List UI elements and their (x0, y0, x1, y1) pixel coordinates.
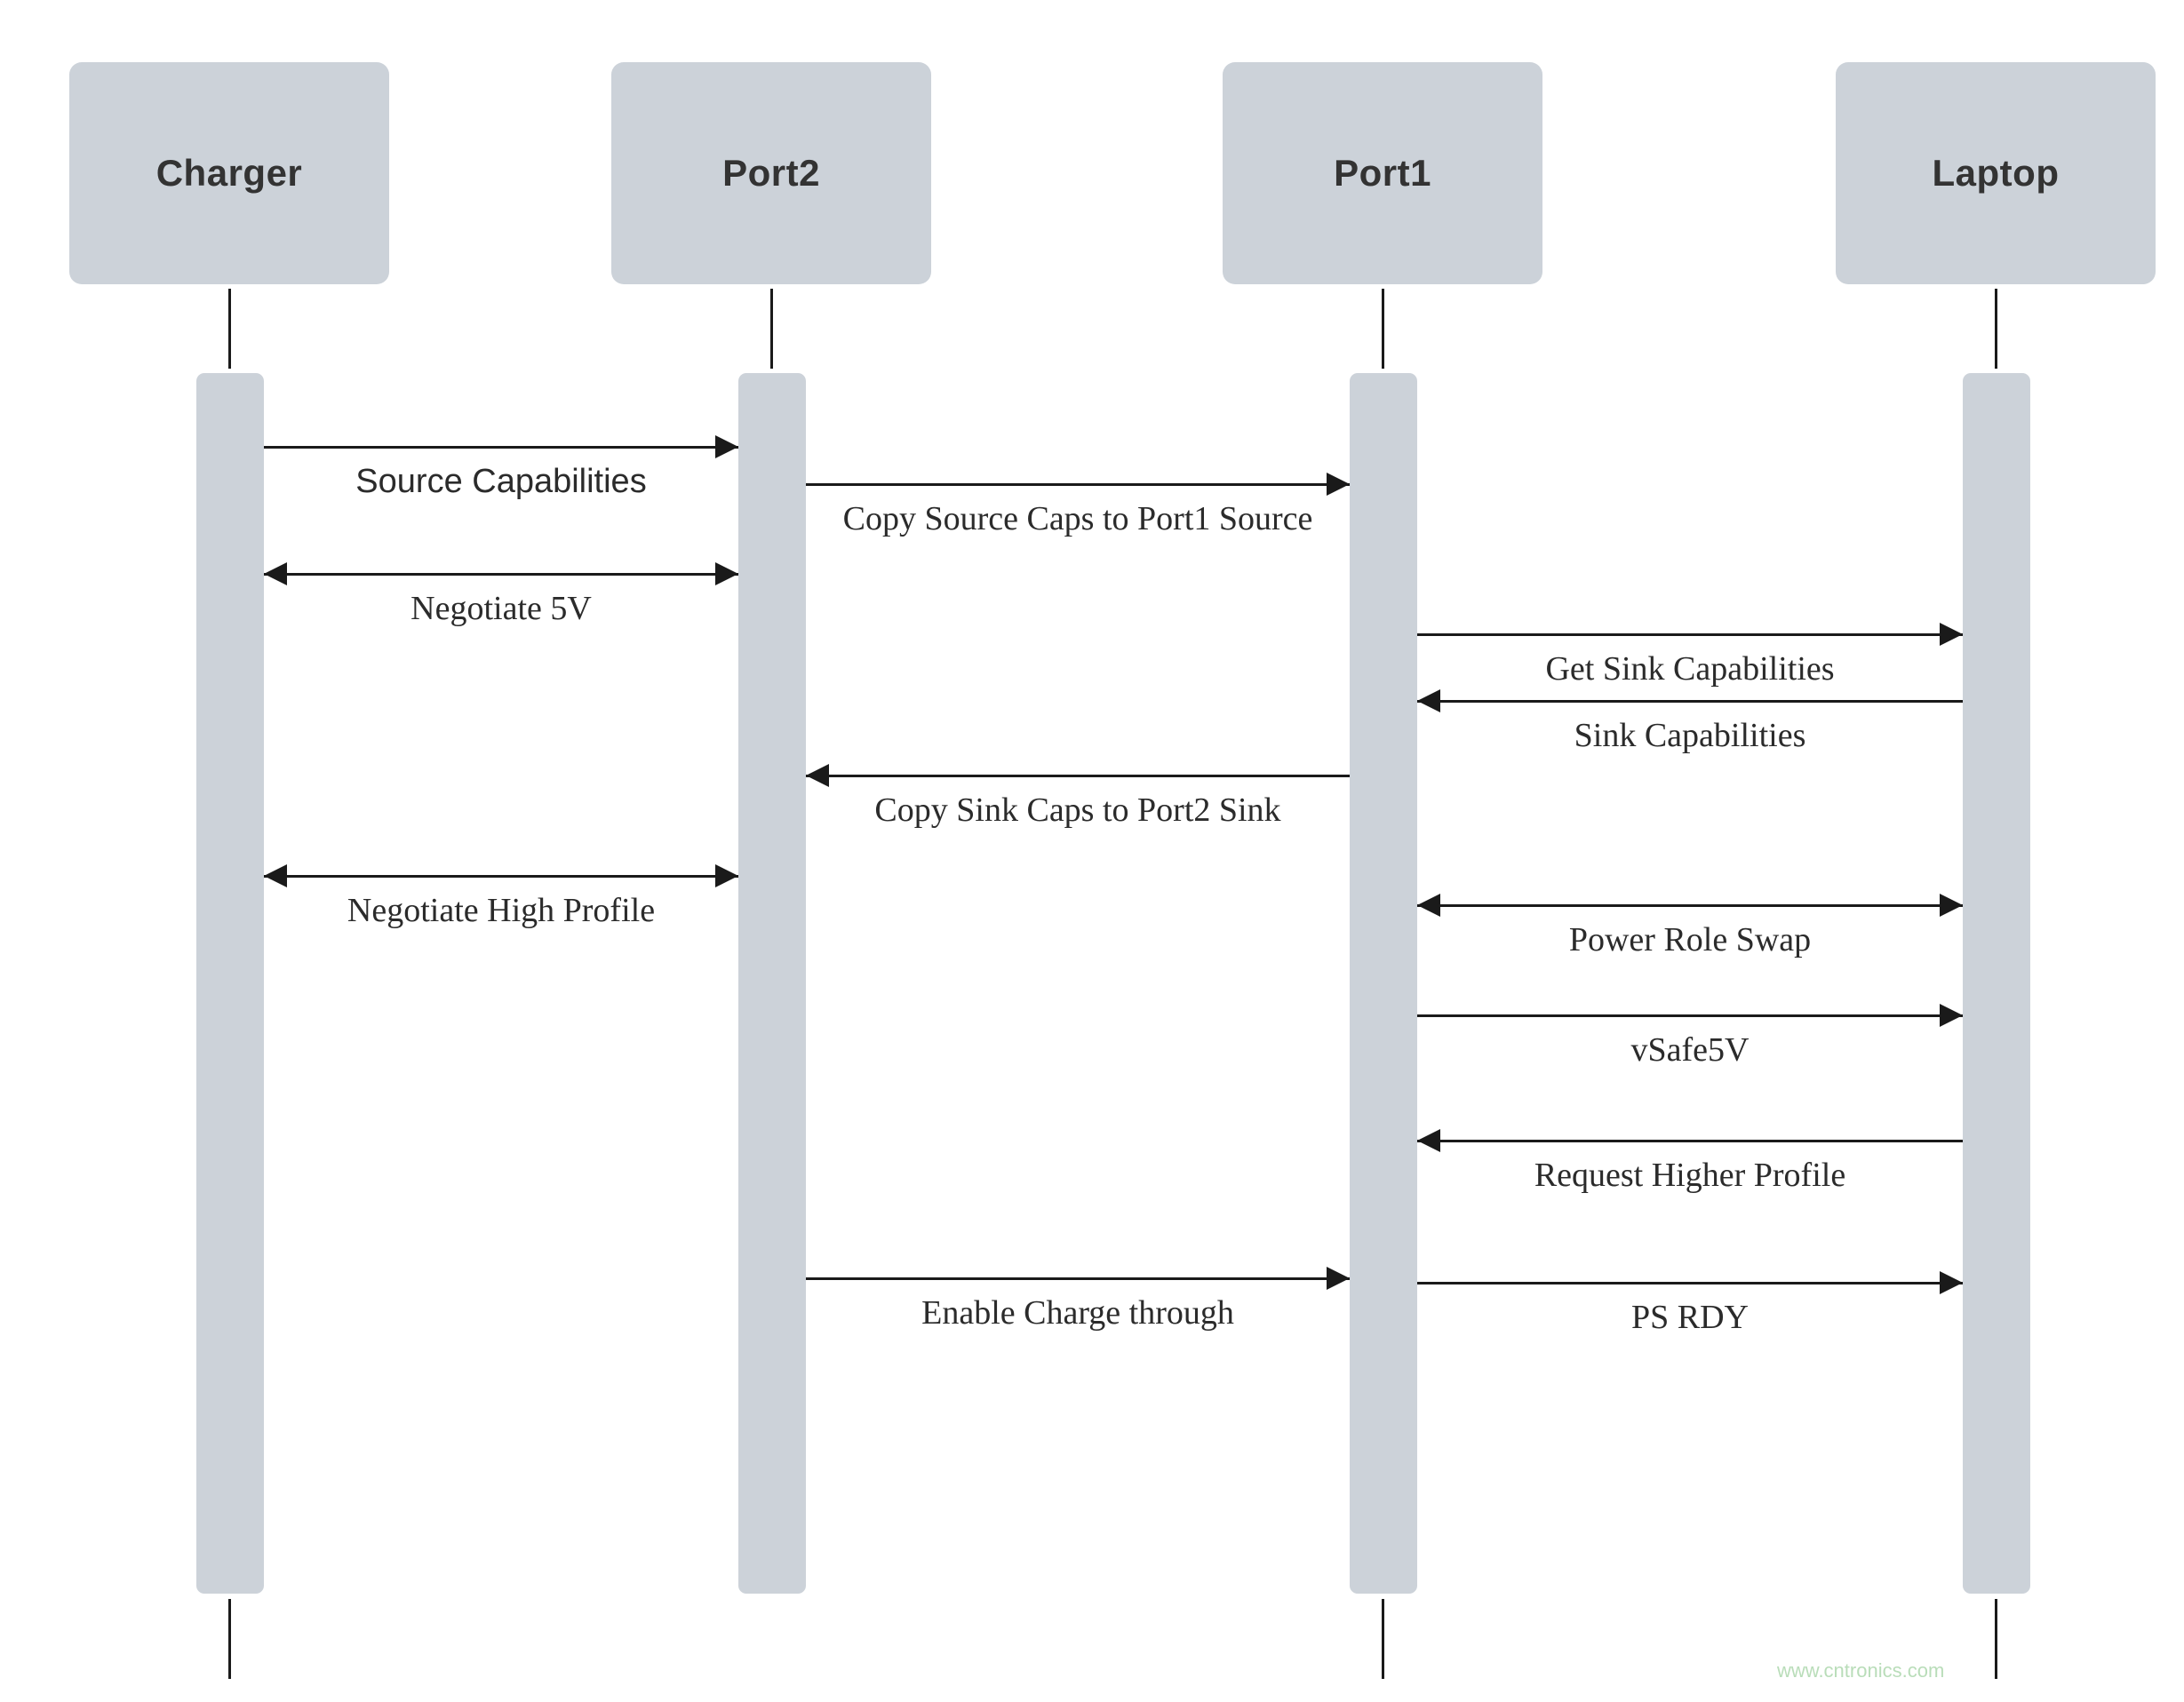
arrowhead-right-m1 (715, 435, 738, 458)
activation-bar-charger[interactable] (196, 373, 264, 1594)
message-m2[interactable] (806, 473, 1350, 496)
message-line-m1 (264, 446, 738, 449)
message-line-m2 (806, 483, 1350, 486)
lifeline-dash-charger (228, 289, 231, 369)
arrowhead-right-m4 (1940, 623, 1963, 646)
participant-box-port1[interactable]: Port1 (1223, 62, 1542, 284)
message-line-m9 (1417, 1014, 1963, 1017)
arrowhead-right-m9 (1940, 1004, 1963, 1027)
message-line-m10 (1417, 1140, 1963, 1142)
participant-box-charger[interactable]: Charger (69, 62, 389, 284)
message-line-m6 (806, 775, 1350, 777)
message-label-m5: Sink Capabilities (1574, 717, 1806, 754)
activation-bar-laptop[interactable] (1963, 373, 2030, 1594)
message-label-m3: Negotiate 5V (410, 590, 592, 627)
message-line-m7 (264, 875, 738, 878)
lifeline-dash-laptop (1995, 289, 1997, 369)
message-label-m7: Negotiate High Profile (347, 892, 656, 929)
lifeline-dash-port2 (770, 289, 773, 369)
message-m5[interactable] (1417, 689, 1963, 712)
message-line-m8 (1417, 904, 1963, 907)
message-m1[interactable] (264, 435, 738, 458)
arrowhead-right-m3 (715, 562, 738, 585)
message-m12[interactable] (1417, 1271, 1963, 1294)
arrowhead-left-m6 (806, 764, 829, 787)
arrowhead-left-m3 (264, 562, 287, 585)
message-label-m1: Source Capabilities (355, 463, 647, 500)
lifeline-dash-laptop (1995, 1599, 1997, 1679)
message-m7[interactable] (264, 864, 738, 887)
message-line-m5 (1417, 700, 1963, 703)
arrowhead-left-m8 (1417, 894, 1440, 917)
message-label-m10: Request Higher Profile (1534, 1157, 1846, 1194)
arrowhead-right-m7 (715, 864, 738, 887)
arrowhead-right-m2 (1327, 473, 1350, 496)
message-label-m8: Power Role Swap (1568, 921, 1812, 958)
message-line-m3 (264, 573, 738, 576)
watermark: www.cntronics.com (1777, 1659, 1945, 1682)
message-line-m4 (1417, 633, 1963, 636)
lifeline-dash-port1 (1382, 1599, 1384, 1679)
arrowhead-right-m12 (1940, 1271, 1963, 1294)
lifeline-dash-charger (228, 1599, 231, 1679)
participant-label-charger: Charger (155, 152, 303, 194)
participant-label-laptop: Laptop (1932, 152, 2060, 194)
lifeline-dash-port1 (1382, 289, 1384, 369)
activation-bar-port2[interactable] (738, 373, 806, 1594)
participant-box-port2[interactable]: Port2 (611, 62, 931, 284)
participant-box-laptop[interactable]: Laptop (1836, 62, 2156, 284)
message-label-m4: Get Sink Capabilities (1545, 650, 1835, 688)
message-line-m11 (806, 1277, 1350, 1280)
arrowhead-left-m5 (1417, 689, 1440, 712)
arrowhead-left-m7 (264, 864, 287, 887)
message-label-m6: Copy Sink Caps to Port2 Sink (874, 791, 1281, 829)
message-label-m12: PS RDY (1631, 1299, 1749, 1336)
message-label-m11: Enable Charge through (921, 1294, 1234, 1332)
message-m3[interactable] (264, 562, 738, 585)
message-m6[interactable] (806, 764, 1350, 787)
message-label-m9: vSafe5V (1630, 1031, 1750, 1069)
arrowhead-right-m11 (1327, 1267, 1350, 1290)
message-m4[interactable] (1417, 623, 1963, 646)
message-line-m12 (1417, 1282, 1963, 1284)
message-m10[interactable] (1417, 1129, 1963, 1152)
activation-bar-port1[interactable] (1350, 373, 1417, 1594)
participant-label-port2: Port2 (722, 152, 820, 194)
arrowhead-right-m8 (1940, 894, 1963, 917)
message-m9[interactable] (1417, 1004, 1963, 1027)
message-label-m2: Copy Source Caps to Port1 Source (842, 500, 1313, 537)
message-m8[interactable] (1417, 894, 1963, 917)
message-m11[interactable] (806, 1267, 1350, 1290)
arrowhead-left-m10 (1417, 1129, 1440, 1152)
participant-label-port1: Port1 (1334, 152, 1431, 194)
